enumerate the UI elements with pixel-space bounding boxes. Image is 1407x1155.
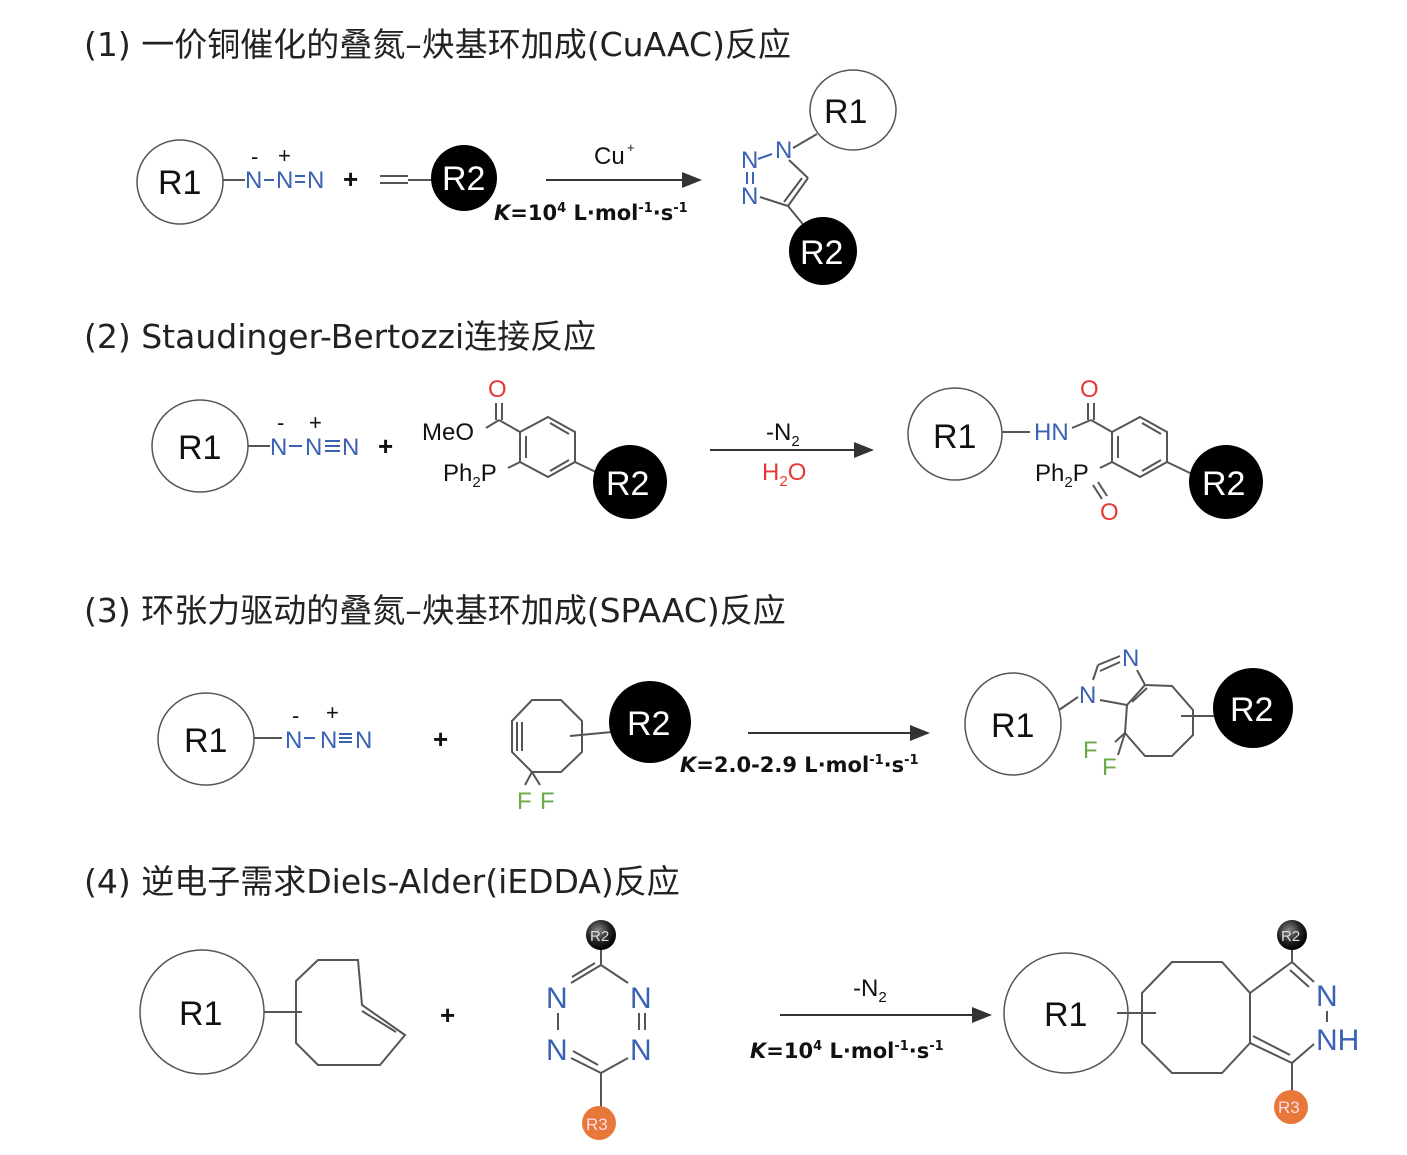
svg-text:O: O [1100,499,1119,526]
reaction-3-title: (3) 环张力驱动的叠氮–炔基环加成(SPAAC)反应 [84,591,786,630]
reaction-2: (2) Staudinger-Bertozzi连接反应 R1 N - N + N… [84,317,1263,526]
phosphine-reagent: O MeO Ph2P R2 [422,376,667,519]
svg-text:N: N [285,727,302,754]
svg-text:N: N [630,982,652,1015]
svg-text:R3: R3 [1278,1098,1300,1117]
r1-group: R1 [136,139,224,225]
dihydropyridazine-product: R1 R2 N NH R3 [1003,920,1359,1124]
svg-text:N: N [546,982,568,1015]
svg-text:R2: R2 [627,705,670,743]
tetrazine-reagent: R2 N N N N R3 [546,920,652,1140]
reaction-4-title: (4) 逆电子需求Diels-Alder(iEDDA)反应 [84,862,680,901]
svg-text:N: N [245,167,262,194]
svg-text:-: - [292,703,299,728]
svg-text:R1: R1 [184,722,227,760]
svg-text:+: + [309,410,322,435]
svg-text:MeO: MeO [422,419,474,446]
azide-group: N - N + N [245,143,324,194]
azide-group: N - N + N [270,410,359,461]
plus-sign: + [378,431,393,461]
reaction-3: (3) 环张力驱动的叠氮–炔基环加成(SPAAC)反应 R1 N - N + N… [84,591,1293,815]
svg-text:R1: R1 [179,995,222,1033]
svg-text:Ph2P: Ph2P [443,460,497,491]
reaction-arrow: -N2 [780,975,992,1023]
plus-sign: + [343,164,358,194]
svg-text:-: - [251,144,258,169]
svg-text:R1: R1 [1044,996,1087,1034]
svg-text:R2: R2 [442,160,485,198]
svg-text:NH: NH [1316,1024,1359,1057]
svg-text:R3: R3 [586,1115,608,1134]
svg-text:N: N [320,727,337,754]
r1-group: R1 [139,949,265,1075]
svg-text:R2: R2 [1281,928,1300,945]
svg-text:-N2: -N2 [853,975,887,1006]
svg-text:N: N [1316,980,1338,1013]
svg-text:K=2.0-2.9 L·mol-1·s-1: K=2.0-2.9 L·mol-1·s-1 [680,753,919,777]
svg-text:-: - [277,410,284,435]
svg-text:F: F [517,788,532,815]
svg-text:H2O: H2O [762,459,806,490]
svg-text:N: N [741,183,758,210]
svg-text:R1: R1 [824,93,867,131]
svg-text:Cu: Cu [594,143,625,170]
svg-text:R2: R2 [1202,465,1245,503]
svg-text:N: N [270,434,287,461]
svg-text:O: O [488,376,507,403]
svg-text:N: N [1079,682,1096,709]
svg-text:N: N [630,1034,652,1067]
rate-constant: K=2.0-2.9 L·mol-1·s-1 [680,753,919,777]
rate-constant: K=104 L·mol-1·s-1 [494,201,688,225]
r1-group: R1 [157,692,255,786]
svg-text:N: N [276,167,293,194]
svg-text:K=104 L·mol-1·s-1: K=104 L·mol-1·s-1 [750,1039,944,1063]
svg-text:O: O [1080,376,1099,403]
svg-text:R1: R1 [933,418,976,456]
rate-constant: K=104 L·mol-1·s-1 [750,1039,944,1063]
amide-product: R1 HN O Ph2P O R2 [907,376,1263,526]
svg-text:N: N [342,434,359,461]
plus-sign: + [433,724,448,754]
reaction-arrow: -N2 H2O [710,419,874,490]
svg-text:R1: R1 [158,164,201,202]
reaction-4: (4) 逆电子需求Diels-Alder(iEDDA)反应 R1 + R2 N … [84,862,1359,1140]
svg-text:Ph2P: Ph2P [1035,460,1089,491]
svg-text:HN: HN [1034,419,1069,446]
svg-text:+: + [278,143,291,168]
svg-text:N: N [775,137,792,164]
svg-text:R1: R1 [991,707,1034,745]
reaction-arrow: Cu + [546,140,702,188]
svg-text:N: N [355,727,372,754]
r1-group: R1 [151,399,249,493]
svg-text:N: N [546,1034,568,1067]
svg-text:+: + [627,140,635,155]
svg-text:F: F [1083,737,1098,764]
svg-text:N: N [741,147,758,174]
svg-text:N: N [305,434,322,461]
svg-text:N: N [1122,645,1139,672]
cyclooctyne-reagent: F F R2 [511,681,691,815]
triazole-product: R1 N N N R2 [741,69,897,285]
svg-text:K=104 L·mol-1·s-1: K=104 L·mol-1·s-1 [494,201,688,225]
svg-text:F: F [540,788,555,815]
svg-text:N: N [307,167,324,194]
svg-text:-N2: -N2 [766,419,800,450]
svg-text:F: F [1102,754,1117,781]
spaac-product: R1 N N F F R2 [964,645,1293,781]
svg-text:R1: R1 [178,429,221,467]
reaction-1: (1) 一价铜催化的叠氮–炔基环加成(CuAAC)反应 R1 N - N + N… [84,25,897,285]
plus-sign: + [440,1000,455,1030]
svg-text:R2: R2 [800,234,843,272]
reaction-1-title: (1) 一价铜催化的叠氮–炔基环加成(CuAAC)反应 [84,25,791,64]
svg-text:+: + [326,700,339,725]
azide-group: N - N + N [285,700,372,754]
r2-group: R2 [431,145,497,211]
trans-cyclooctene-reagent [264,959,407,1066]
svg-text:R2: R2 [606,465,649,503]
svg-text:R2: R2 [590,928,609,945]
reaction-2-title: (2) Staudinger-Bertozzi连接反应 [84,317,596,356]
svg-text:R2: R2 [1230,691,1273,729]
